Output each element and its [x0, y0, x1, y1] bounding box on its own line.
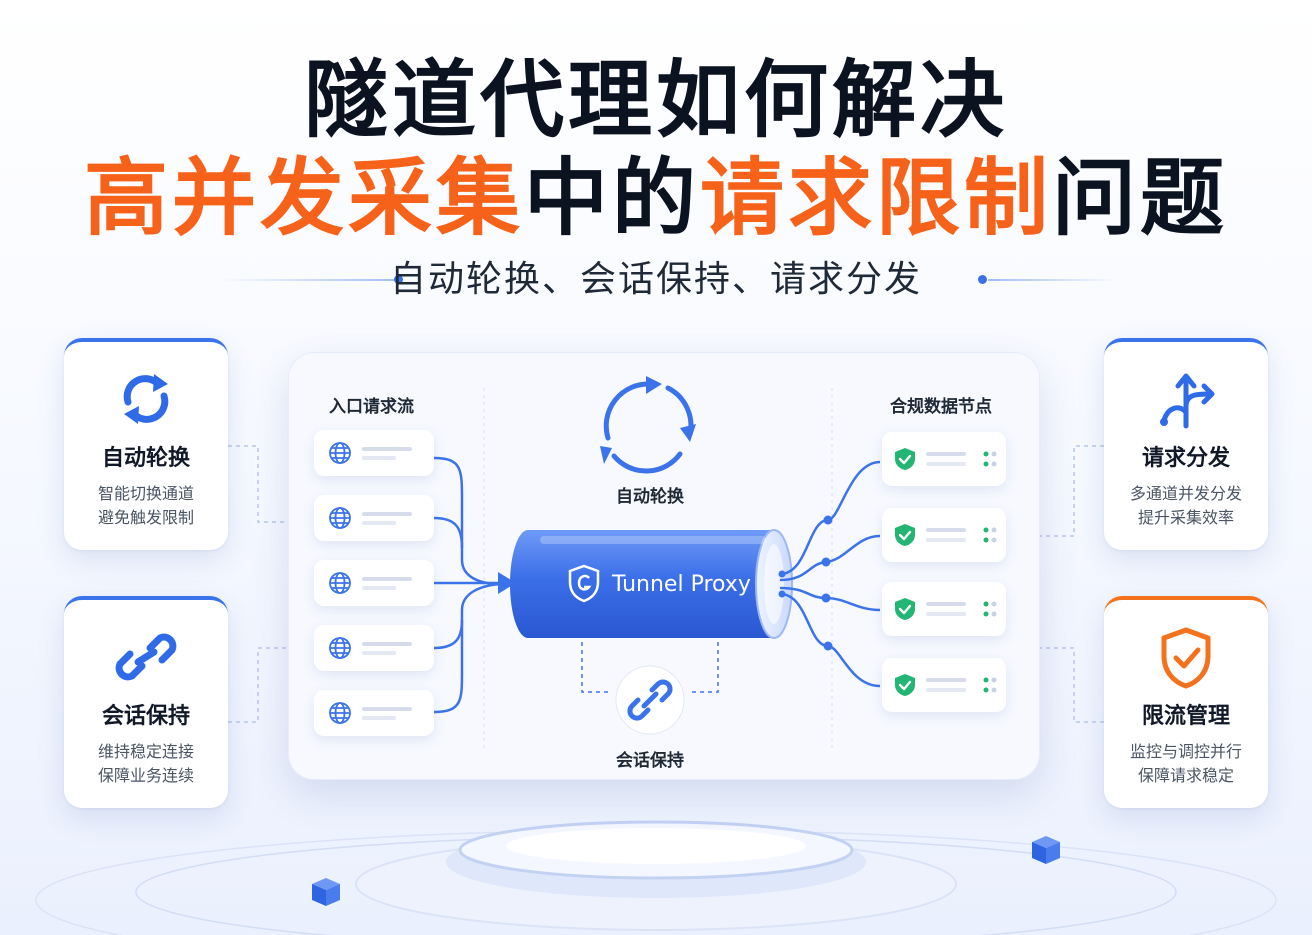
- card-title: 限流管理: [1141, 704, 1230, 729]
- card-title: 请求分发: [1141, 446, 1230, 471]
- title-highlight-concurrency: 高并发采集: [83, 149, 524, 247]
- card-desc-line2: 避免触发限制: [97, 508, 194, 527]
- card-desc-line1: 多通道并发分发: [1129, 484, 1242, 503]
- compliant-data-node: [882, 658, 1006, 712]
- card-desc-line2: 保障请求稳定: [1137, 766, 1234, 785]
- shield-check-icon: [895, 524, 915, 546]
- rotation-caption: 自动轮换: [616, 487, 684, 507]
- card-desc-line1: 监控与调控并行: [1129, 742, 1242, 761]
- compliant-data-node: [882, 508, 1006, 562]
- status-dots: [983, 451, 997, 467]
- compliant-data-node: [882, 432, 1006, 486]
- decor-cube-left: [312, 878, 340, 906]
- subtitle-dot-right: [978, 275, 987, 284]
- feature-card-rotation: 自动轮换 智能切换通道 避免触发限制: [64, 338, 228, 550]
- feature-card-distribution: 请求分发 多通道并发分发 提升采集效率: [1104, 338, 1268, 550]
- status-dots: [983, 677, 997, 693]
- title-plain-problem: 问题: [1052, 149, 1229, 247]
- platform-base: [35, 820, 1277, 935]
- session-bracket: [581, 642, 719, 693]
- tunnel-proxy-label: Tunnel Proxy: [612, 572, 751, 597]
- outbound-flow-dots: [778, 515, 833, 651]
- card-desc-line1: 智能切换通道: [97, 484, 194, 503]
- rotation-arrowheads: [600, 376, 696, 464]
- inbound-request-row: [314, 495, 434, 541]
- status-dots: [983, 601, 997, 617]
- globe-icon: [329, 442, 351, 464]
- split-arrows-icon: [1160, 373, 1215, 429]
- refresh-icon: [123, 374, 169, 424]
- card-title: 自动轮换: [101, 446, 190, 471]
- inbound-request-row: [314, 560, 434, 606]
- subtitle-divider-left: [220, 279, 398, 281]
- outbound-flow-lines: [779, 460, 881, 688]
- shield-check-icon: [1161, 627, 1211, 689]
- card-desc-line2: 保障业务连续: [97, 766, 194, 785]
- inbound-request-row: [314, 430, 434, 476]
- inbound-column-title: 入口请求流: [329, 397, 414, 417]
- globe-icon: [329, 572, 351, 594]
- subtitle: 自动轮换、会话保持、请求分发: [389, 259, 922, 300]
- card-desc-line1: 维持稳定连接: [97, 742, 194, 761]
- shield-check-icon: [895, 598, 915, 620]
- rotation-cycle-icon: [603, 381, 694, 474]
- card-title: 会话保持: [101, 704, 190, 729]
- decor-cube-right: [1032, 836, 1060, 864]
- subtitle-dot-left: [394, 275, 403, 284]
- nodes-column-title: 合规数据节点: [890, 397, 992, 417]
- status-dots: [983, 527, 997, 543]
- title-plain-of: 中的: [523, 149, 700, 247]
- session-caption: 会话保持: [616, 751, 684, 771]
- globe-icon: [329, 702, 351, 724]
- inbound-arrowhead: [498, 572, 516, 594]
- shield-check-icon: [895, 674, 915, 696]
- session-link-icon: [627, 679, 673, 721]
- globe-icon: [329, 637, 351, 659]
- inbound-request-row: [314, 625, 434, 671]
- shield-check-icon: [895, 448, 915, 470]
- inbound-request-row: [314, 690, 434, 736]
- main-title-line1: 隧道代理如何解决: [303, 51, 1008, 149]
- inbound-flow-lines: [433, 456, 504, 714]
- main-title-line2: 高并发采集中的请求限制问题: [0, 150, 1312, 246]
- tunnel-shield-logo: [568, 564, 600, 603]
- title-highlight-limits: 请求限制: [700, 149, 1053, 247]
- card-connectors: [228, 445, 1104, 723]
- compliant-data-node: [882, 582, 1006, 636]
- feature-card-rate-limit: 限流管理 监控与调控并行 保障请求稳定: [1104, 596, 1268, 808]
- feature-card-session: 会话保持 维持稳定连接 保障业务连续: [64, 596, 228, 808]
- link-icon: [115, 633, 177, 681]
- card-desc-line2: 提升采集效率: [1137, 508, 1234, 527]
- globe-icon: [329, 507, 351, 529]
- subtitle-divider-right: [988, 279, 1118, 281]
